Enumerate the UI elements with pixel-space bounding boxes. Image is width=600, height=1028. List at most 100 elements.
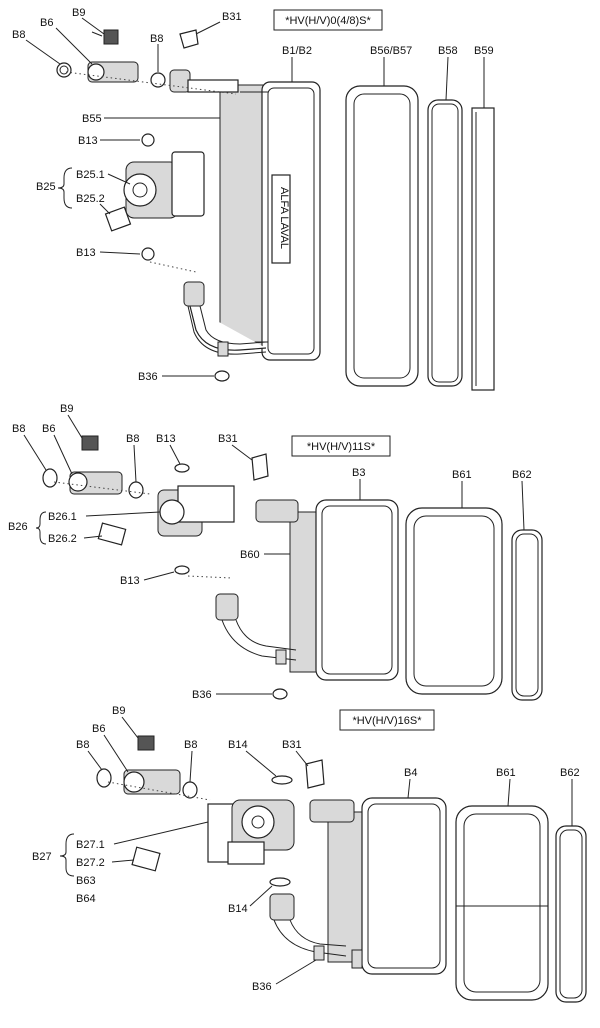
label-b25: B25 [36, 181, 56, 193]
seal-b8-right-mid [128, 481, 144, 499]
leaflet-b25-2 [104, 206, 132, 232]
heat-exchanger-b1-b2: ALFA LAVAL [219, 81, 321, 361]
variant-title-frame-bottom [339, 709, 435, 731]
label-b8-left-mid: B8 [12, 423, 25, 435]
labels-section-1: B9 B31 B6 B8 B8 B1/B2 B56/B57 B58 B59 B5… [12, 7, 494, 383]
label-b26: B26 [8, 521, 28, 533]
brand-text: ALFA LAVAL [278, 187, 290, 249]
heat-exchanger-b4 [327, 797, 447, 975]
labels-section-3: B9 B6 B8 B8 B14 B31 B4 B61 B62 B27 B27.1… [32, 705, 580, 993]
return-pipe-middle [215, 593, 297, 700]
seal-b8-left-mid [42, 468, 58, 488]
variant-title-top: *HV(H/V)0(4/8)S* [285, 15, 371, 27]
pump-b26 [97, 463, 235, 579]
label-b8-left-bottom: B8 [76, 739, 89, 751]
seal-b8-left-bottom [96, 768, 112, 788]
variant-title-middle: *HV(H/V)11S* [307, 441, 376, 453]
clip-b31 [179, 29, 199, 49]
label-b59: B59 [474, 45, 494, 57]
label-b26-2: B26.2 [48, 533, 77, 545]
leaflet-b26-2 [97, 522, 127, 546]
insulation-b58 [427, 99, 463, 387]
label-b63: B63 [76, 875, 96, 887]
drain-cap-b36-mid [272, 688, 288, 700]
section-2-hv-11s: *HV(H/V)11S* [8, 403, 543, 701]
label-b61-mid: B61 [452, 469, 472, 481]
label-b9-mid: B9 [60, 403, 73, 415]
label-b6: B6 [40, 17, 53, 29]
insulation-b56-b57 [345, 85, 419, 387]
label-b55: B55 [82, 113, 102, 125]
label-b13-bottom-mid: B13 [120, 575, 140, 587]
label-b13-top: B13 [78, 135, 98, 147]
clip-b31-mid [251, 453, 269, 481]
label-b13-top-mid: B13 [156, 433, 176, 445]
seal-b13-top [141, 133, 155, 147]
return-pipe-top [183, 281, 267, 382]
label-b13-bottom: B13 [76, 247, 96, 259]
return-pipe-bottom [269, 893, 363, 969]
label-b8-right-bottom: B8 [184, 739, 197, 751]
label-b60: B60 [240, 549, 260, 561]
seal-b13-bottom-mid [174, 565, 190, 575]
label-b8-right: B8 [150, 33, 163, 45]
label-b9-bottom: B9 [112, 705, 125, 717]
inlet-fittings-top [56, 29, 239, 95]
seal-b13-bottom [141, 247, 155, 261]
pump-b27 [131, 799, 295, 887]
temperature-sensor-b9 [103, 29, 119, 45]
label-b31-mid: B31 [218, 433, 238, 445]
label-b62-bottom: B62 [560, 767, 580, 779]
label-b26-1: B26.1 [48, 511, 77, 523]
sensor-b9-bottom [137, 735, 155, 751]
seal-b14-top [271, 775, 293, 785]
seal-b8-right-bottom [182, 781, 198, 799]
label-b6-bottom: B6 [92, 723, 105, 735]
label-b64: B64 [76, 893, 96, 905]
label-b14-bottom: B14 [228, 903, 248, 915]
insulation-b62-middle [511, 529, 543, 701]
label-b25-2: B25.2 [76, 193, 105, 205]
brand-plate [271, 174, 291, 264]
label-b62-mid: B62 [512, 469, 532, 481]
label-b14-top: B14 [228, 739, 248, 751]
label-b31-bottom: B31 [282, 739, 302, 751]
section-3-hv-16s: *HV(H/V)16S* [32, 705, 587, 1003]
label-b61-bottom: B61 [496, 767, 516, 779]
sensor-b9-mid [81, 435, 99, 451]
variant-title-bottom: *HV(H/V)16S* [352, 715, 422, 727]
label-b1-b2: B1/B2 [282, 45, 312, 57]
label-b56-b57: B56/B57 [370, 45, 412, 57]
seal-b13-top-mid [174, 463, 190, 473]
pump-b25 [104, 133, 205, 273]
label-b27-1: B27.1 [76, 839, 105, 851]
leaflet-b27-2 [131, 846, 161, 872]
label-b36: B36 [138, 371, 158, 383]
label-b9: B9 [72, 7, 85, 19]
insulation-b61-bottom [455, 805, 549, 1001]
label-b27-2: B27.2 [76, 857, 105, 869]
heat-exchanger-b3 [289, 499, 399, 681]
label-b27: B27 [32, 851, 52, 863]
label-b8-left: B8 [12, 29, 25, 41]
foam-strip-b59 [471, 107, 495, 391]
variant-title-frame-top [273, 9, 383, 31]
inlet-fittings-middle [42, 435, 299, 523]
drain-cap-b36 [214, 370, 230, 382]
label-b3: B3 [352, 467, 365, 479]
clip-b31-bottom [305, 759, 325, 789]
label-b6-mid: B6 [42, 423, 55, 435]
label-b4: B4 [404, 767, 417, 779]
label-b58: B58 [438, 45, 458, 57]
label-b36-mid: B36 [192, 689, 212, 701]
seal-b14-bottom [269, 877, 291, 887]
label-b36-bottom: B36 [252, 981, 272, 993]
section-1-hv-0-4-8-s: *HV(H/V)0(4/8)S* ALFA LAVAL [12, 7, 495, 391]
labels-section-2: B9 B8 B6 B8 B13 B31 B3 B61 B62 B26 B26.1… [8, 403, 532, 701]
label-b31: B31 [222, 11, 242, 23]
seal-b8-left [56, 62, 72, 78]
label-b25-1: B25.1 [76, 169, 105, 181]
label-b8-right-mid: B8 [126, 433, 139, 445]
